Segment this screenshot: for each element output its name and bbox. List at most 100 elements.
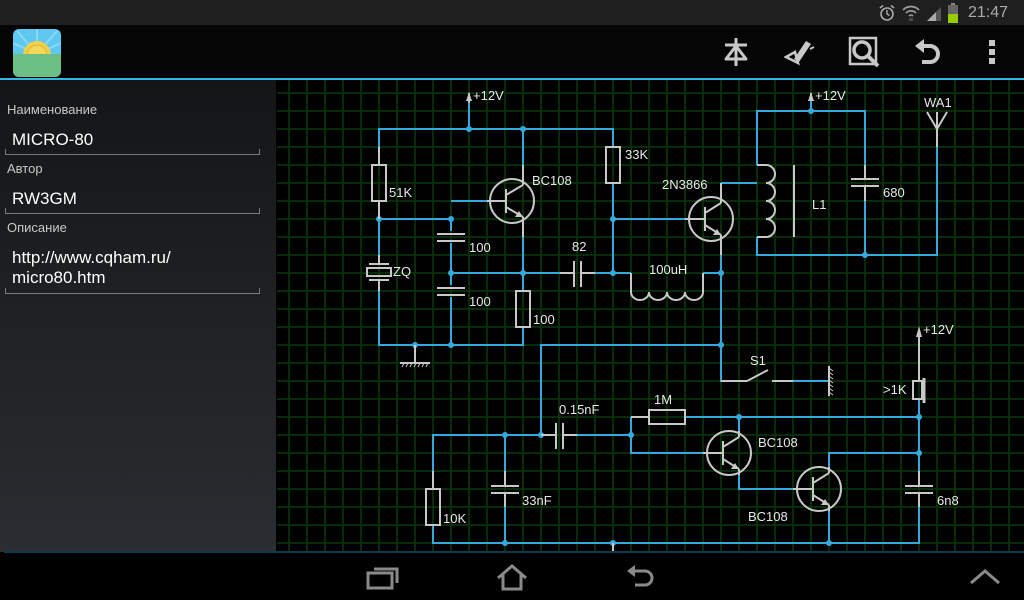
junction-dot (808, 108, 814, 114)
junction-dot (466, 126, 472, 132)
label-c680: 680 (883, 185, 905, 200)
transistor-q2[interactable] (685, 183, 734, 255)
battery-icon (947, 2, 958, 23)
home-button[interactable] (487, 558, 537, 596)
junction-dot (520, 270, 526, 276)
inductor-100uh[interactable] (630, 273, 704, 301)
resistor-10k[interactable] (425, 471, 441, 526)
grid (277, 80, 1024, 552)
back-icon (627, 565, 654, 587)
label-q4: BC108 (748, 509, 788, 524)
author-field[interactable]: RW3GM (12, 189, 77, 208)
component-library-button[interactable] (718, 34, 754, 70)
battery-level (947, 13, 958, 23)
canvas-bottom-border (4, 551, 1024, 553)
junction-dot (916, 450, 922, 456)
label-s1: S1 (750, 353, 766, 368)
transistor-q3[interactable] (703, 430, 752, 476)
undo-button[interactable] (910, 34, 946, 70)
label-r100: 100 (533, 312, 555, 327)
status-time: 21:47 (967, 3, 1008, 21)
label-q3: BC108 (758, 435, 798, 450)
draw-button[interactable] (782, 34, 818, 70)
power-arrow (916, 326, 922, 345)
schematic-canvas[interactable]: +12V +12V +12V 51K ZQ BC108 100 100 100 … (277, 80, 1024, 552)
resistor-1m[interactable] (631, 409, 686, 425)
transistor-q1[interactable] (487, 165, 535, 237)
menu-up-button[interactable] (960, 558, 1010, 596)
description-line: micro80.htm (12, 268, 106, 287)
wire (828, 452, 919, 467)
resistor-51k[interactable] (371, 147, 387, 219)
capacitor-100a[interactable] (437, 233, 465, 242)
name-label: Наименование (7, 102, 98, 117)
description-field[interactable]: http://www.cqham.ru/ micro80.htm (12, 248, 171, 288)
label-l1: L1 (812, 197, 826, 212)
junction-dot (826, 540, 832, 546)
junction-dot (502, 540, 508, 546)
status-bar: 21:47 (0, 0, 1024, 25)
junction-dot (502, 432, 508, 438)
label-c100a: 100 (469, 240, 491, 255)
wire (630, 417, 703, 454)
schematic[interactable]: +12V +12V +12V 51K ZQ BC108 100 100 100 … (277, 80, 1024, 552)
description-line: http://www.cqham.ru/ (12, 248, 171, 267)
action-bar-divider (0, 78, 1024, 80)
app-icon[interactable] (13, 29, 61, 77)
capacitor-680[interactable] (851, 165, 879, 201)
label-c6n8: 6n8 (937, 493, 959, 508)
recent-apps-icon (366, 567, 399, 590)
overflow-menu-button[interactable] (974, 34, 1010, 70)
zoom-button[interactable] (846, 34, 882, 70)
wifi-icon (902, 5, 920, 21)
switch-s1[interactable] (721, 369, 793, 382)
undo-icon (915, 39, 940, 64)
wire (540, 344, 721, 435)
author-label: Автор (7, 161, 43, 176)
label-q1: BC108 (532, 173, 572, 188)
back-button[interactable] (616, 558, 666, 596)
junction-dot (736, 414, 742, 420)
junction-dot (718, 342, 724, 348)
headphone-1k[interactable] (912, 345, 926, 403)
home-icon (497, 564, 527, 591)
label-l100uh: 100uH (649, 262, 687, 277)
more-vert-icon (989, 40, 995, 64)
magnifier-icon (848, 36, 880, 68)
wire (756, 147, 938, 256)
junction-dot (448, 342, 454, 348)
description-field-underline (5, 288, 260, 294)
transistor-q4[interactable] (793, 466, 842, 512)
label-c100b: 100 (469, 294, 491, 309)
resistor-100[interactable] (515, 290, 531, 328)
recent-apps-button[interactable] (358, 558, 408, 596)
label-r10k: 10K (443, 511, 466, 526)
label-r1m: 1M (654, 392, 672, 407)
capacitor-6n8[interactable] (905, 471, 933, 507)
author-field-underline (5, 208, 260, 214)
capacitor-33nf[interactable] (491, 471, 519, 507)
power-arrow (808, 92, 814, 101)
antenna-symbol-icon (724, 38, 748, 66)
label-zq: ZQ (393, 264, 411, 279)
label-r1k: >1K (883, 382, 907, 397)
capacitor-100b[interactable] (437, 287, 465, 296)
label-vcc: +12V (473, 88, 504, 103)
alarm-icon (879, 4, 895, 21)
inductor-l1[interactable] (757, 164, 795, 238)
antenna-wa1[interactable] (926, 111, 948, 147)
label-c015: 0.15nF (559, 402, 600, 417)
crystal-zq[interactable] (366, 255, 392, 291)
label-vcc: +12V (923, 322, 954, 337)
navigation-bar (0, 553, 1024, 600)
chevron-up-icon (970, 569, 1000, 585)
capacitor-82[interactable] (560, 261, 595, 287)
junction-dot (916, 414, 922, 420)
junction-dot (628, 432, 634, 438)
label-c33nf: 33nF (522, 493, 552, 508)
ground-symbol (828, 366, 834, 396)
junction-dot (448, 270, 454, 276)
name-field[interactable]: MICRO-80 (12, 130, 94, 149)
capacitor-015nf[interactable] (541, 423, 577, 449)
resistor-33k[interactable] (605, 146, 621, 184)
